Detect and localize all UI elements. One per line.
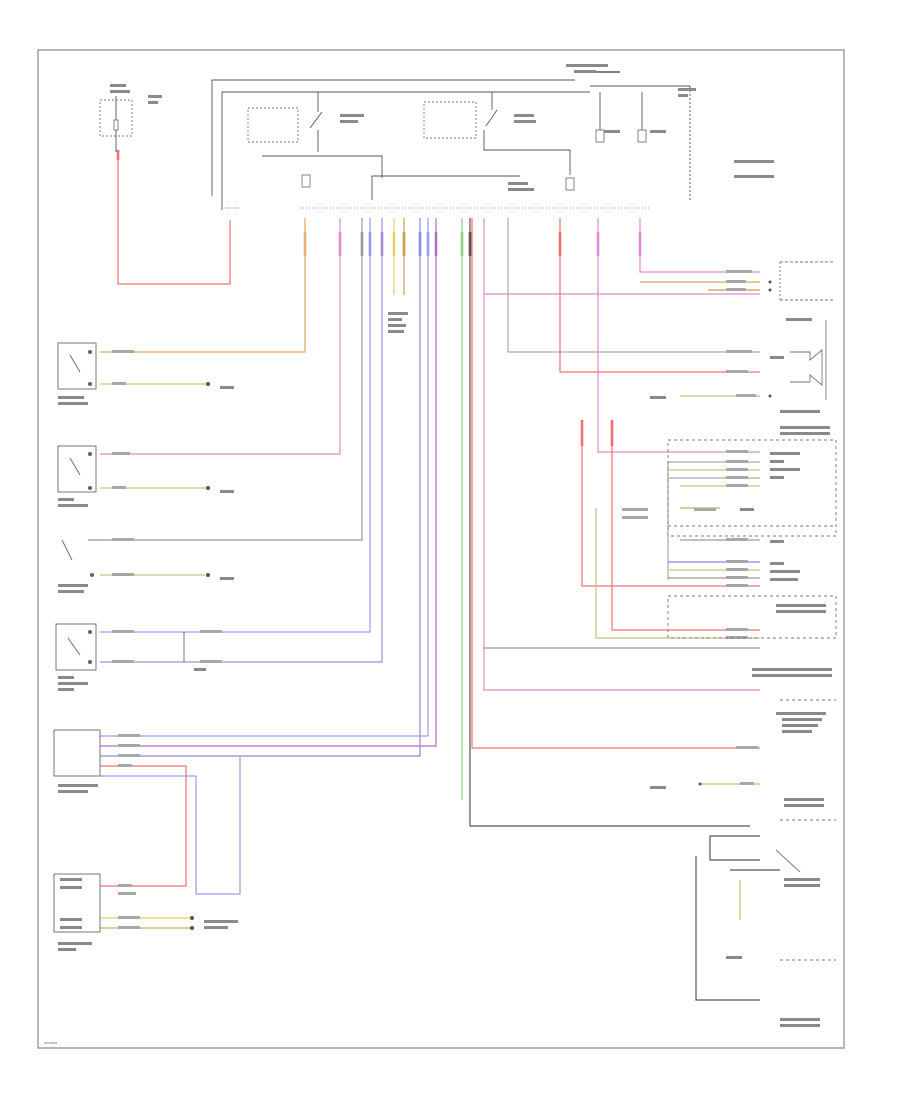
diagram-frame	[37, 49, 845, 1049]
right-components	[667, 261, 837, 961]
wire-blue-pos	[100, 218, 371, 633]
right-captions	[650, 318, 832, 1027]
wire-red-control	[100, 765, 187, 887]
footer-code: W53489	[44, 1041, 57, 1045]
wire-label-blocks	[116, 150, 642, 446]
wire-red-feed	[117, 150, 231, 285]
wires	[100, 150, 780, 1001]
wire-gray-ign	[100, 218, 363, 541]
horizontal-wire-tags	[112, 270, 758, 929]
wire-orange-lf	[100, 218, 306, 353]
left-components	[53, 342, 185, 933]
wire-blue-pink-pos	[100, 218, 383, 663]
wire-blue-control	[100, 756, 241, 895]
left-captions	[58, 386, 238, 951]
relay-box-1	[247, 107, 299, 143]
fuse-symbols	[113, 119, 647, 191]
label-marks	[110, 64, 774, 333]
wire-pink-rear	[100, 218, 341, 455]
top-fuse-area	[99, 71, 691, 210]
relay-box-2	[423, 101, 477, 139]
ground-symbols	[190, 280, 772, 930]
